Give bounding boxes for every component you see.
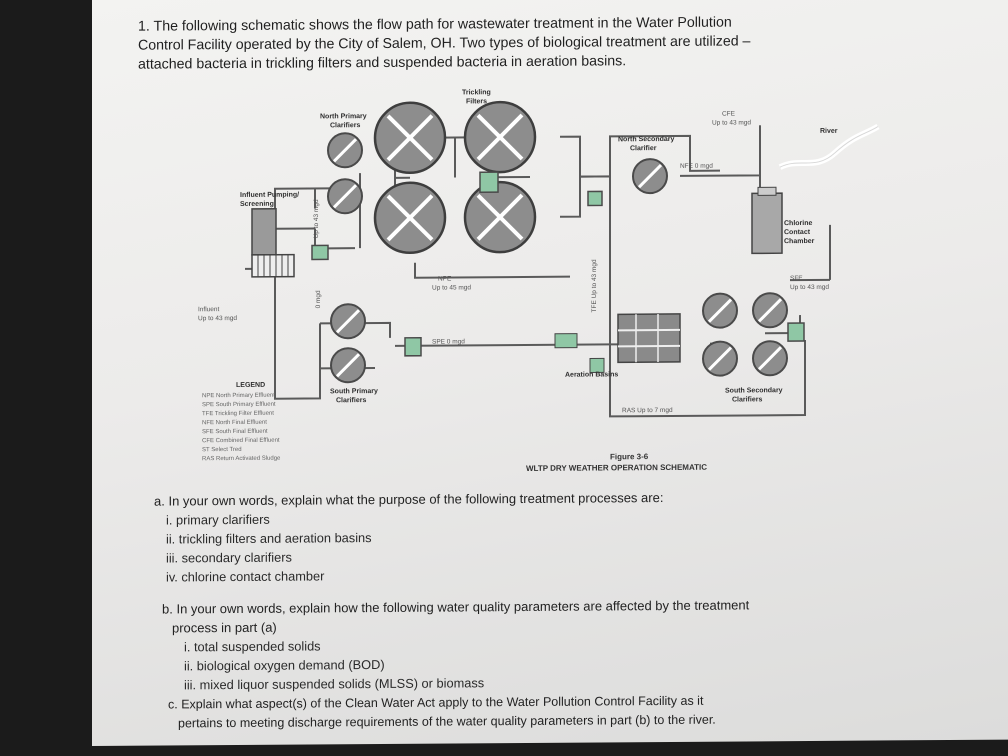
legend-entry: CFE Combined Final Effluent [202, 438, 280, 445]
legend-entry: SPE South Primary Effluent [202, 402, 276, 409]
label-st-vertical: 0 mgd [315, 290, 322, 308]
part-c: c. Explain what aspect(s) of the Clean W… [168, 690, 988, 734]
label-north-primary-1: North Primary [320, 113, 367, 120]
label-spe: SPE 0 mgd [432, 338, 465, 345]
pump-tanks [311, 171, 805, 357]
figure-number: Figure 3-6 [610, 452, 649, 461]
wltp-schematic: Trickling Filters North Primary Clarifie… [198, 89, 880, 473]
label-influent-1: Influent [198, 306, 220, 313]
legend: NPE North Primary Effluent SPE South Pri… [202, 393, 281, 463]
legend-entry: TFE Trickling Filter Effluent [202, 411, 274, 418]
label-influent-pumping-2: Screening [240, 201, 274, 208]
label-cfe-2: Up to 43 mgd [712, 119, 751, 126]
label-ras: RAS Up to 7 mgd [622, 407, 673, 414]
label-left-vertical: Up to 43 mgd [313, 199, 320, 238]
label-chlorine-3: Chamber [784, 238, 815, 245]
label-sfe-2: Up to 43 mgd [790, 284, 829, 291]
north-secondary-clarifier [631, 157, 669, 195]
label-npe-1: NPE [438, 275, 452, 282]
label-sfe-1: SFE [790, 275, 803, 282]
part-b: b. In your own words, explain how the fo… [162, 594, 982, 695]
pipes [245, 125, 831, 418]
label-chlorine-1: Chlorine [784, 220, 812, 227]
label-npe-2: Up to 45 mgd [432, 284, 471, 291]
label-nfe: NFE 0 mgd [680, 163, 713, 170]
question-line-1: The following schematic shows the flow p… [153, 14, 732, 35]
label-influent-2: Up to 43 mgd [198, 315, 237, 322]
south-primary-clarifiers [329, 302, 367, 384]
figure-title: WLTP DRY WEATHER OPERATION SCHEMATIC [526, 463, 707, 473]
south-secondary-clarifiers [701, 291, 789, 378]
legend-entry: ST Select Tred [202, 447, 242, 453]
label-trickling-filters-2: Filters [466, 98, 487, 105]
part-a: a. In your own words, explain what the p… [154, 486, 974, 587]
label-influent-pumping-1: Influent Pumping/ [240, 192, 299, 199]
label-river: River [820, 128, 838, 135]
label-aeration-basins: Aeration Basins [565, 371, 618, 378]
label-south-secondary-2: Clarifiers [732, 396, 762, 403]
chlorine-contact-chamber [751, 186, 783, 255]
label-north-primary-2: Clarifiers [330, 122, 360, 129]
label-north-secondary-1: North Secondary [618, 136, 675, 143]
label-south-primary-2: Clarifiers [336, 397, 366, 404]
legend-entry: RAS Return Activated Sludge [202, 456, 281, 463]
legend-title: LEGEND [236, 382, 265, 389]
legend-entry: NFE North Final Effluent [202, 420, 267, 426]
label-north-secondary-2: Clarifier [630, 145, 657, 152]
document-page: 1. The following schematic shows the flo… [92, 0, 1008, 747]
label-trickling-filters-1: Trickling [462, 89, 491, 96]
label-tfe-vertical: TFE Up to 43 mgd [591, 259, 598, 313]
label-cfe-1: CFE [722, 111, 736, 118]
question-header: 1. The following schematic shows the flo… [138, 12, 998, 75]
label-south-secondary-1: South Secondary [725, 387, 783, 394]
legend-entry: SFE South Final Effluent [202, 429, 268, 435]
aeration-basins [554, 313, 681, 374]
influent-screening [251, 207, 295, 278]
north-primary-clarifiers [326, 131, 364, 215]
legend-entry: NPE North Primary Effluent [202, 393, 275, 400]
label-chlorine-2: Contact [784, 229, 811, 236]
river-icon [778, 123, 880, 170]
label-south-primary-1: South Primary [330, 388, 378, 395]
question-number: 1. [138, 18, 150, 35]
